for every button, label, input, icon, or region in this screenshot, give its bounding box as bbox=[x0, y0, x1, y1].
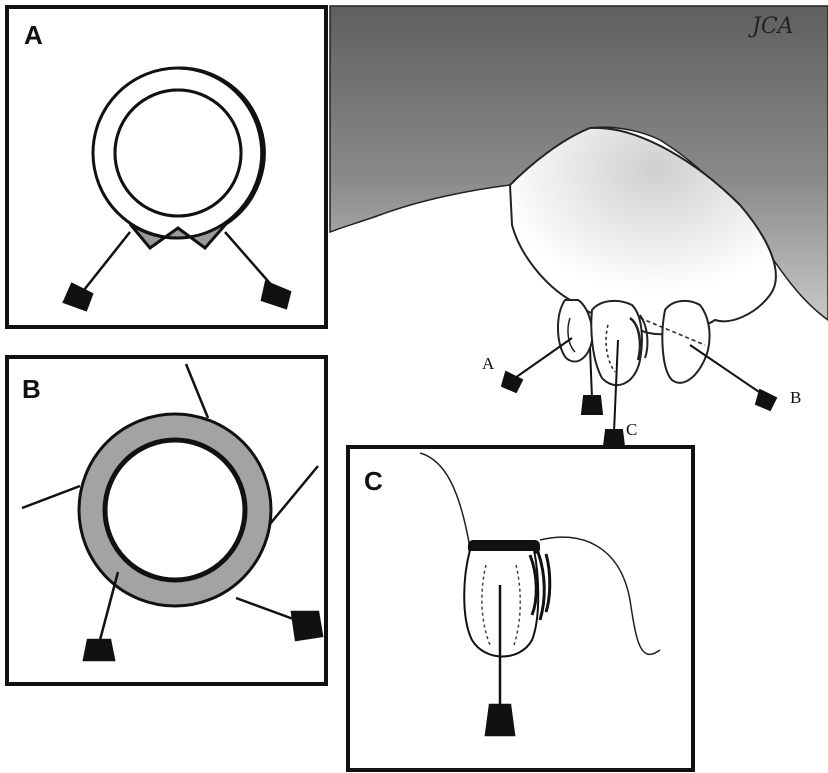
panel-c bbox=[348, 447, 693, 770]
needle-b-hub bbox=[756, 390, 776, 410]
callout-c: C bbox=[626, 420, 637, 440]
callout-b: B bbox=[790, 388, 801, 408]
panel-b bbox=[7, 357, 326, 684]
panel-a-label: A bbox=[24, 20, 43, 51]
teats bbox=[558, 300, 710, 385]
panel-b-needle-right-hub bbox=[292, 612, 322, 640]
panel-c-label: C bbox=[364, 466, 383, 497]
needle-left-teat-hub bbox=[582, 396, 602, 414]
ring-a-lumen bbox=[115, 90, 241, 216]
panel-c-teat bbox=[464, 550, 538, 657]
teat-right bbox=[662, 301, 709, 383]
needle-left-teat-shaft bbox=[590, 348, 592, 398]
callout-a: A bbox=[482, 354, 494, 374]
panel-b-needle-bottom-hub bbox=[84, 640, 114, 660]
needle-c-hub bbox=[604, 430, 624, 446]
ring-b-lumen bbox=[105, 440, 245, 580]
panel-a bbox=[7, 7, 326, 327]
panel-c-needle-hub bbox=[486, 705, 514, 735]
needle-a-shaft bbox=[515, 338, 572, 378]
panel-b-label: B bbox=[22, 374, 41, 405]
udder-scene bbox=[330, 6, 828, 446]
needle-b-shaft bbox=[690, 345, 765, 396]
teat-left bbox=[558, 300, 592, 362]
artist-signature: JCA bbox=[752, 14, 794, 39]
